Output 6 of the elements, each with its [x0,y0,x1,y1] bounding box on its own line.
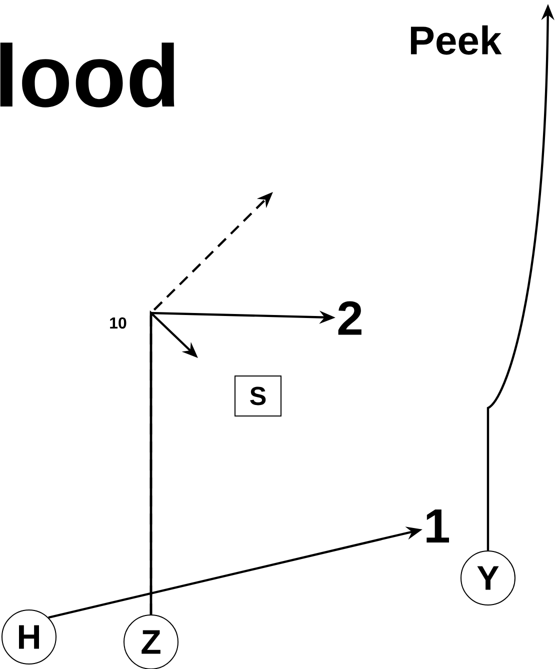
yard-label: 10 [110,317,126,329]
route-number: 1 [426,509,449,542]
route-number: 2 [338,301,362,335]
title: lood [0,42,174,108]
defender-box: S [234,376,282,416]
route-label: Peek [407,24,503,56]
